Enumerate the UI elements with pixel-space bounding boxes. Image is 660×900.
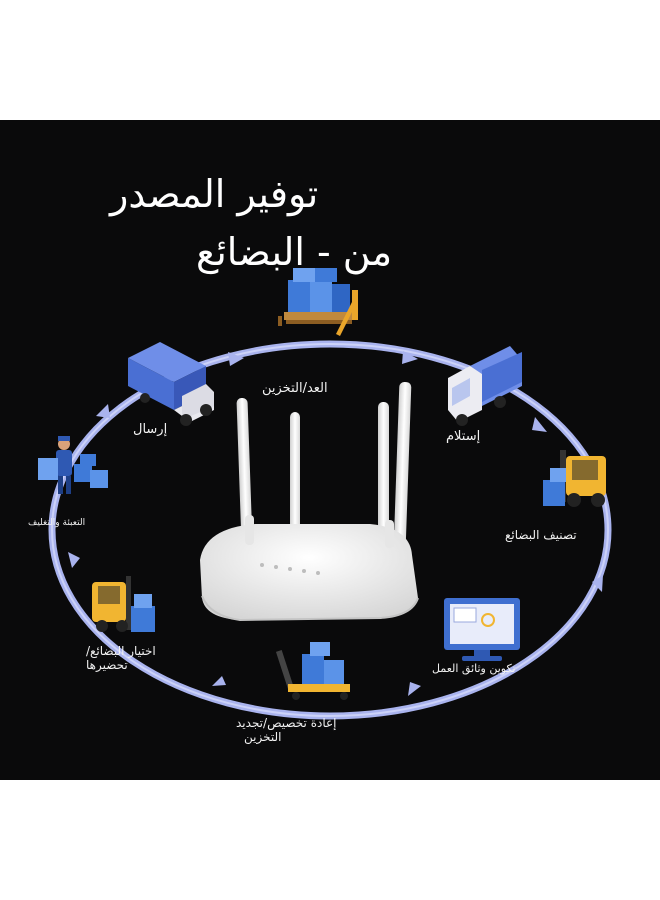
truck-icon [448, 346, 522, 426]
diagram-subtitle: من - البضائع [196, 230, 393, 274]
forklift-icon [543, 450, 606, 507]
step-label-receiving: إستلام [446, 429, 481, 444]
arrow-icon [532, 417, 547, 432]
arrow-icon [68, 552, 80, 568]
arrow-icon [96, 404, 110, 418]
boxes-pallet-icon [278, 268, 358, 336]
step-label-picking-line2: تحضيرها [86, 658, 128, 672]
router-icon [200, 382, 419, 622]
truck-icon [128, 342, 214, 426]
step-label-picking-line1: اختيار البضائع/ [86, 644, 156, 658]
step-label-packing: التعبئة والتغليف [28, 518, 86, 528]
arrow-icon [408, 682, 421, 696]
step-label-shipping: إرسال [133, 422, 168, 437]
arrow-icon [212, 676, 226, 686]
pallet-jack-icon [275, 642, 350, 700]
step-label-picking: اختيار البضائع/ تحضيرها [86, 644, 156, 672]
diagram-title: توفير المصدر [110, 172, 319, 216]
step-label-sorting: تصنيف البضائع [505, 528, 577, 542]
arrow-icon [228, 352, 244, 366]
step-label-reassign-line2: التخزين [244, 730, 282, 744]
arrow-icon [592, 575, 603, 592]
diagram-panel: توفير المصدر من - البضائع العد/التخزين إ… [0, 120, 660, 780]
step-label-counting-storage: العد/التخزين [262, 381, 328, 396]
step-label-reassign: إعادة تخصيص/تجديد التخزين [236, 716, 336, 744]
worker-icon [38, 436, 108, 494]
cycle-ring [48, 340, 612, 720]
step-label-reassign-line1: إعادة تخصيص/تجديد [236, 716, 337, 730]
cycle-diagram [38, 268, 612, 720]
arrow-icon [402, 351, 418, 364]
forklift-icon [92, 576, 155, 632]
cycle-arrows [68, 351, 603, 696]
step-label-work-documents: تكوين وثائق العمل [432, 662, 516, 675]
monitor-icon [444, 598, 520, 661]
